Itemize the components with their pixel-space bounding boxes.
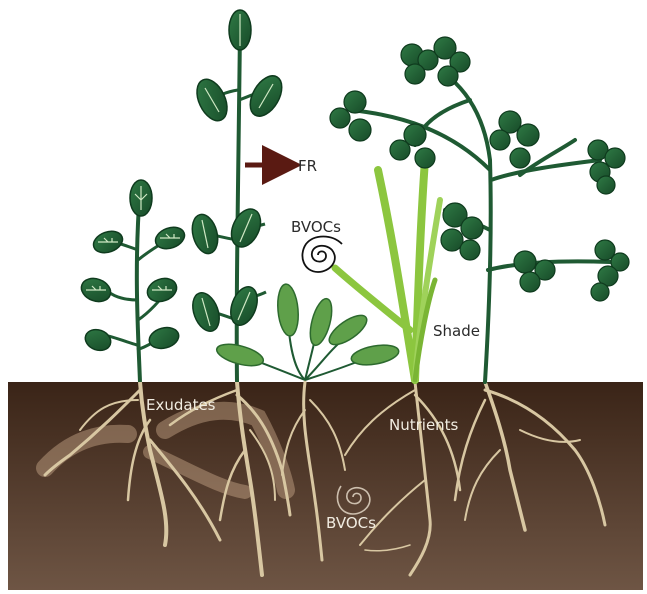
nutrients-label: Nutrients <box>389 416 459 434</box>
left-plant <box>78 180 187 382</box>
tall-plant <box>188 10 288 382</box>
exudates-label: Exudates <box>146 396 216 414</box>
shade-label: Shade <box>433 322 480 340</box>
bvocs-air-label: BVOCs <box>291 218 341 236</box>
fr-label: FR <box>298 157 317 175</box>
soil <box>8 382 643 590</box>
bvocs-soil-label: BVOCs <box>326 514 376 532</box>
